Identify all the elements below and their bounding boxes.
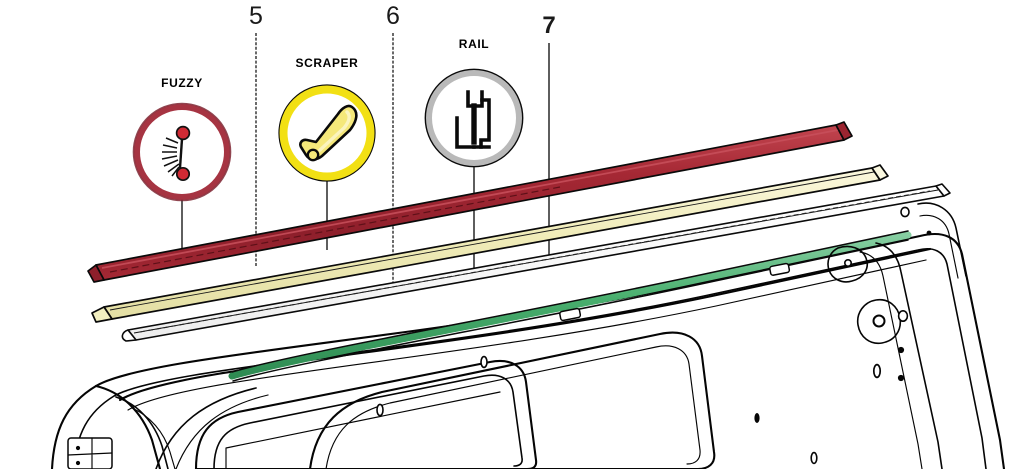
strip-rail-white (121, 183, 951, 342)
scraper-blade-nub (306, 148, 320, 162)
drain-hole-3 (897, 374, 905, 382)
index-number-7: 7 (542, 12, 555, 39)
fuzzy-seal-core (178, 138, 184, 169)
hinge-bracket-line (67, 437, 113, 469)
scraper-blade-body (299, 104, 358, 161)
door-front-edge-inner (115, 396, 169, 469)
drain-hole-4 (872, 363, 882, 379)
index-number-5: 5 (249, 2, 263, 30)
fuzzy-bulb-bottom (175, 166, 191, 182)
door-inner-panel (50, 202, 1006, 469)
door-front-edge (94, 384, 162, 469)
door-crease-2 (175, 394, 269, 469)
drain-hole-2 (897, 346, 905, 354)
door-rear-edge-line (875, 242, 943, 469)
rail-left-channel (455, 116, 476, 149)
strip-scraper-top-edge (109, 171, 875, 311)
callout-fuzzy-ring-shade (132, 102, 232, 202)
callout-fuzzy-label: FUZZY (161, 76, 203, 90)
strip-fuzzy-cap-right (835, 121, 853, 141)
fuzzy-bulb-top (175, 125, 191, 141)
fuzzy-bristles (161, 137, 180, 177)
service-opening-outer (194, 360, 538, 469)
strip-belt-green (228, 231, 912, 380)
drain-hole-8 (480, 355, 488, 369)
strip-scraper-tip-left (91, 306, 113, 323)
strip-fuzzy-cap-left (87, 264, 105, 283)
drain-hole-10 (926, 230, 932, 236)
hinge-bolt-hole-2 (75, 460, 81, 466)
strip-rail-cap-left (121, 329, 137, 342)
door-pocket-outline (308, 331, 716, 469)
flange-slot (769, 262, 791, 276)
door-crease-1 (155, 387, 257, 469)
strip-rail-cap-right (935, 183, 951, 197)
service-opening-inner2 (225, 391, 501, 469)
guide-bracket (827, 245, 868, 283)
index-number-6: 6 (386, 2, 400, 30)
callout-scraper-label: SCRAPER (296, 56, 359, 70)
strip-fuzzy-sheen (101, 129, 839, 269)
rail-channel-cross-section (455, 90, 491, 149)
callout-scraper[interactable]: SCRAPER (278, 56, 376, 182)
flange-slot-2 (559, 307, 582, 322)
drain-hole-1 (897, 309, 909, 322)
strip-rail-hatch (139, 190, 931, 333)
door-belt-flange-inner (127, 259, 927, 411)
door-frame-corner (917, 202, 967, 277)
strip-belt-green-outline-bottom (232, 239, 909, 382)
scraper-blade-cross-section (299, 104, 358, 162)
door-outer-edge (50, 232, 1006, 469)
latch-boss (856, 298, 902, 345)
latch-hole (872, 314, 886, 328)
index-leader-lines (255, 33, 550, 283)
drain-hole-6 (810, 451, 818, 465)
callout-fuzzy[interactable]: FUZZY (132, 76, 232, 202)
scraper-blade-highlight (318, 110, 351, 152)
door-frame-corner-inner (919, 214, 959, 279)
hinge-bolt-hole-1 (75, 445, 81, 451)
fuzzy-seal-cross-section (161, 125, 191, 182)
door-front-edge-inner2 (131, 407, 176, 469)
callout-rail-label: RAIL (459, 37, 489, 51)
drain-hole-9 (900, 206, 910, 218)
strip-scraper-tip-right (871, 164, 889, 181)
callout-rail[interactable]: RAIL (424, 37, 524, 168)
strip-scraper-cream (91, 164, 889, 323)
rail-right-flange (479, 98, 491, 149)
strip-fuzzy-red (87, 121, 853, 283)
door-rear-edge-line2 (859, 251, 923, 469)
strip-belt-green-outline-top (231, 230, 909, 373)
service-opening-inner (213, 374, 523, 469)
drain-hole-7 (376, 403, 384, 417)
guide-bracket-hole (843, 258, 852, 267)
door-pocket-outline-inner (325, 345, 701, 469)
drain-hole-5 (754, 413, 760, 423)
